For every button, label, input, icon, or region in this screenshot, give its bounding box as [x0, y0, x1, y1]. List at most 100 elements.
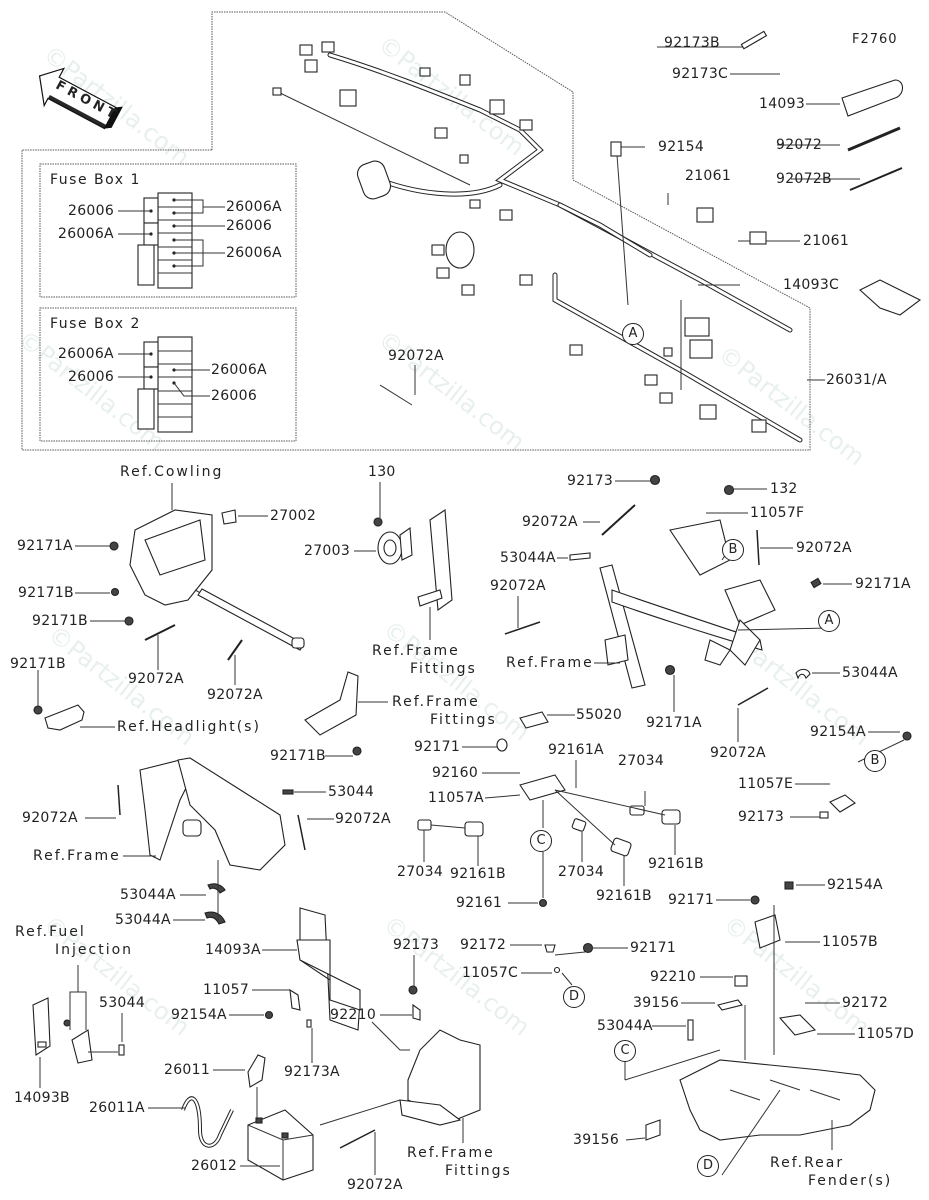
part-label[interactable]: 92171 — [414, 739, 461, 755]
part-label[interactable]: 26011 — [164, 1062, 211, 1078]
part-label[interactable]: 27002 — [270, 508, 317, 524]
part-label[interactable]: 92154 — [658, 139, 705, 155]
part-label[interactable]: 92171 — [668, 892, 715, 908]
part-label[interactable]: 92161B — [596, 888, 652, 904]
part-label[interactable]: 92172 — [460, 937, 507, 953]
part-label[interactable]: 92072A — [388, 348, 444, 364]
part-label[interactable]: 92210 — [330, 1007, 377, 1023]
part-label[interactable]: 92154A — [171, 1007, 227, 1023]
part-label[interactable]: 92173C — [672, 66, 729, 82]
part-label[interactable]: 26006 — [68, 203, 115, 219]
part-label[interactable]: 55020 — [576, 707, 623, 723]
part-label[interactable]: 26006 — [226, 218, 273, 234]
part-label[interactable]: 92171A — [646, 715, 702, 731]
part-label[interactable]: 92161B — [648, 856, 704, 872]
part-label[interactable]: 92072A — [335, 811, 391, 827]
part-label[interactable]: 11057E — [738, 776, 794, 792]
part-label[interactable]: 14093A — [205, 942, 261, 958]
part-label[interactable]: 130 — [368, 464, 396, 480]
part-label[interactable]: 26006A — [58, 346, 114, 362]
part-label[interactable]: 26006A — [211, 362, 267, 378]
part-label[interactable]: 92173 — [567, 473, 614, 489]
part-label[interactable]: 11057B — [822, 934, 878, 950]
part-label[interactable]: 92072A — [347, 1177, 403, 1193]
callout-c: C — [614, 1040, 636, 1062]
part-label[interactable]: 92210 — [650, 969, 697, 985]
ref-frame-label[interactable]: Ref.Frame — [33, 848, 121, 864]
part-label[interactable]: 53044A — [500, 550, 556, 566]
part-label[interactable]: 92171 — [630, 940, 677, 956]
part-label[interactable]: 26012 — [191, 1158, 238, 1174]
part-label[interactable]: 92173 — [738, 809, 785, 825]
part-label[interactable]: 92072A — [796, 540, 852, 556]
part-label[interactable]: 92161A — [548, 742, 604, 758]
part-label[interactable]: 14093B — [14, 1090, 70, 1106]
part-label[interactable]: 92173A — [284, 1064, 340, 1080]
part-label[interactable]: 27003 — [304, 543, 351, 559]
part-label[interactable]: 132 — [770, 481, 798, 497]
part-label[interactable]: 11057 — [203, 982, 250, 998]
part-label[interactable]: 39156 — [573, 1132, 620, 1148]
ref-frame-fittings-label[interactable]: Fittings — [430, 712, 497, 728]
part-label[interactable]: 92072 — [776, 137, 823, 153]
part-label[interactable]: 27034 — [558, 864, 605, 880]
part-label[interactable]: 92171B — [18, 585, 74, 601]
part-label[interactable]: 92160 — [432, 765, 479, 781]
ref-fuel-injection-label[interactable]: Injection — [55, 942, 134, 958]
part-label[interactable]: 92173B — [664, 35, 720, 51]
part-label[interactable]: 11057F — [750, 505, 805, 521]
part-label[interactable]: 14093C — [783, 277, 840, 293]
part-label[interactable]: 92171B — [32, 613, 88, 629]
part-label[interactable]: 21061 — [685, 168, 732, 184]
part-label[interactable]: 92172 — [842, 995, 889, 1011]
part-label[interactable]: 26006A — [226, 199, 282, 215]
part-label[interactable]: 26006 — [68, 369, 115, 385]
part-label[interactable]: 26006A — [58, 226, 114, 242]
part-label[interactable]: 11057A — [428, 790, 484, 806]
part-label[interactable]: 53044A — [597, 1018, 653, 1034]
part-label[interactable]: 92072B — [776, 171, 832, 187]
part-label[interactable]: 92072A — [128, 671, 184, 687]
ref-rear-fender-label[interactable]: Ref.Rear — [770, 1155, 845, 1171]
ref-frame-fittings-label[interactable]: Ref.Frame — [392, 694, 480, 710]
part-label[interactable]: 92072A — [207, 687, 263, 703]
part-label[interactable]: 53044 — [328, 784, 375, 800]
part-label[interactable]: 92072A — [522, 514, 578, 530]
ref-frame-label[interactable]: Ref.Frame — [506, 655, 594, 671]
part-label[interactable]: 53044A — [842, 665, 898, 681]
part-label[interactable]: 14093 — [759, 96, 806, 112]
part-label[interactable]: 92161B — [450, 866, 506, 882]
part-label[interactable]: 92154A — [810, 724, 866, 740]
part-label[interactable]: 53044A — [115, 912, 171, 928]
part-label[interactable]: 26006 — [211, 388, 258, 404]
part-label[interactable]: 39156 — [633, 995, 680, 1011]
part-label[interactable]: 92171A — [17, 538, 73, 554]
ref-fuel-injection-label[interactable]: Ref.Fuel — [15, 924, 86, 940]
ref-frame-fittings-label[interactable]: Ref.Frame — [372, 643, 460, 659]
part-label[interactable]: 92072A — [710, 745, 766, 761]
part-label[interactable]: 53044 — [99, 995, 146, 1011]
part-label[interactable]: 27034 — [618, 753, 665, 769]
ref-frame-fittings-label[interactable]: Ref.Frame — [407, 1145, 495, 1161]
ref-frame-fittings-label[interactable]: Fittings — [445, 1163, 512, 1179]
part-label[interactable]: 26006A — [226, 245, 282, 261]
ref-cowling-label[interactable]: Ref.Cowling — [120, 464, 224, 480]
ref-frame-fittings-label[interactable]: Fittings — [410, 661, 477, 677]
part-label[interactable]: 92161 — [456, 895, 503, 911]
part-label[interactable]: 92171A — [855, 576, 911, 592]
part-label[interactable]: 92173 — [393, 937, 440, 953]
part-label[interactable]: 92171B — [270, 748, 326, 764]
part-label[interactable]: 11057C — [462, 965, 519, 981]
part-label[interactable]: 11057D — [857, 1026, 915, 1042]
part-label[interactable]: 53044A — [120, 887, 176, 903]
ref-rear-fender-label[interactable]: Fender(s) — [808, 1173, 893, 1189]
part-label[interactable]: 26031/A — [826, 372, 887, 388]
part-label[interactable]: 92072A — [490, 578, 546, 594]
part-label[interactable]: 26011A — [89, 1100, 145, 1116]
part-label[interactable]: 27034 — [397, 864, 444, 880]
part-label[interactable]: 92171B — [10, 656, 66, 672]
ref-headlight-label[interactable]: Ref.Headlight(s) — [117, 719, 261, 735]
part-label[interactable]: 92154A — [827, 877, 883, 893]
part-label[interactable]: 21061 — [803, 233, 850, 249]
part-label[interactable]: 92072A — [22, 810, 78, 826]
